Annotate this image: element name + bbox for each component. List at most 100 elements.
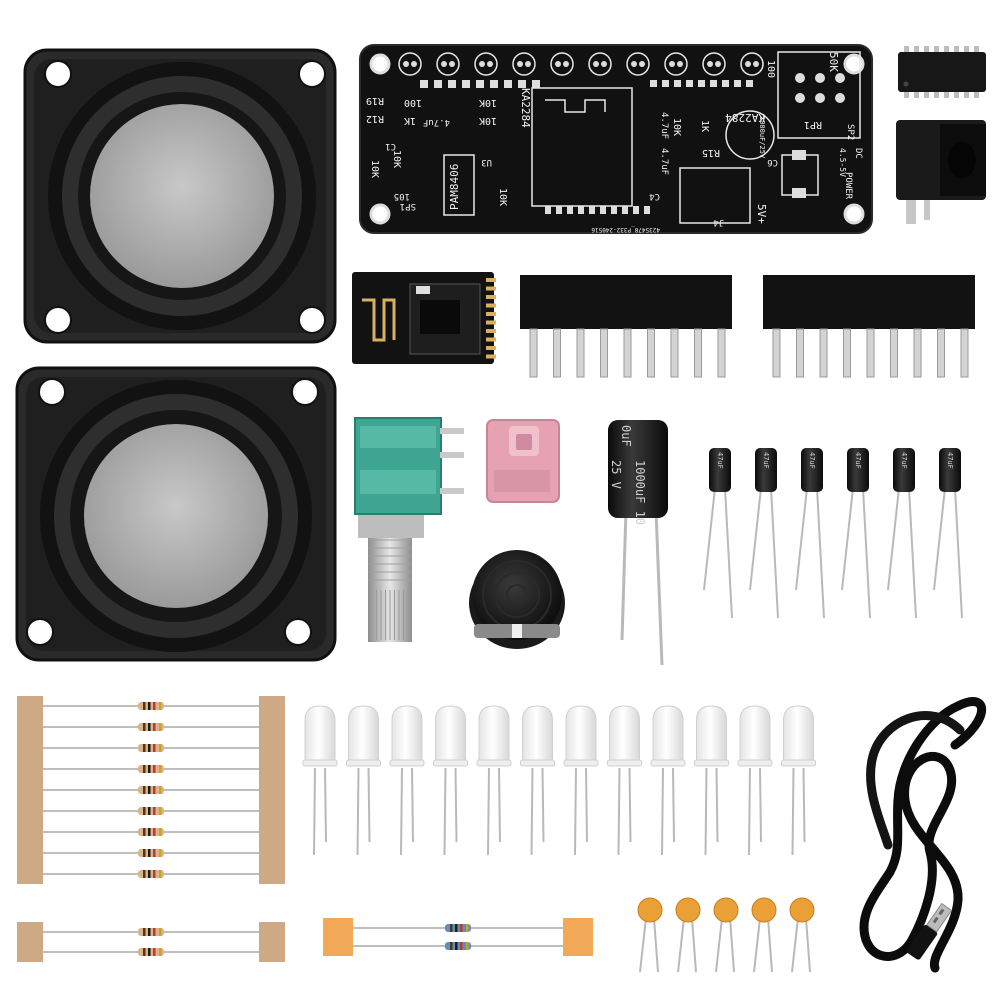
pcb-label-amp: PAM8406	[448, 164, 461, 210]
pcb-label-10k-d: 10K	[497, 188, 508, 206]
led	[737, 705, 773, 856]
speaker-mount-hole	[44, 60, 72, 88]
pcb-label-r12: R12	[366, 113, 384, 124]
electrolytic-capacitor-small: 47uF	[703, 448, 733, 619]
ceramic-capacitor	[637, 897, 663, 973]
header-pin	[647, 328, 655, 378]
header-pin	[717, 328, 726, 378]
resistor	[43, 807, 259, 815]
paper-tape	[17, 696, 43, 884]
led	[650, 705, 686, 856]
pcb-label-rp1: RP1	[804, 119, 822, 130]
pcb-label-r15: R15	[702, 147, 720, 158]
speaker-bottom	[15, 366, 337, 662]
pcb-label-10k-c: 10K	[369, 160, 380, 178]
led-pad	[398, 52, 422, 76]
capacitor-label-prefix: 0uF	[619, 425, 633, 447]
pcb-label-10k-a: 10K	[479, 97, 497, 108]
led	[433, 705, 468, 856]
led-group	[302, 705, 816, 856]
usb-connector	[906, 902, 953, 960]
pcb-board: KA2284 KA2284 PAM8406 R19 R12 R15 100 10…	[359, 44, 873, 234]
led	[346, 705, 381, 856]
header-pin	[623, 328, 632, 378]
header-pin	[796, 328, 804, 378]
electrolytic-capacitor-small: 47uF	[933, 448, 963, 619]
electrolytic-capacitor-small: 47uF	[841, 448, 871, 619]
pcb-label-c4: C4	[649, 191, 660, 201]
led-pad	[474, 52, 498, 76]
electrolytic-capacitor-small: 47uF	[887, 448, 917, 619]
led-pad	[436, 52, 460, 76]
volume-knob	[469, 550, 565, 649]
paper-tape	[563, 918, 593, 956]
led	[694, 705, 729, 856]
pcb-label-c6: C6	[767, 157, 778, 167]
header-pin	[819, 328, 828, 378]
pcb-label-105: 105	[394, 191, 410, 201]
resistor	[353, 924, 563, 932]
pcb-label-100-right: 100	[765, 60, 776, 78]
usb-cable	[859, 697, 987, 973]
pcb-label-10k-e: 10K	[671, 118, 682, 136]
resistor	[43, 928, 259, 936]
electrolytic-capacitor-small: 47uF	[749, 448, 779, 619]
capacitor-value-label: 47uF	[900, 452, 908, 469]
header-pin	[937, 328, 945, 378]
paper-tape	[259, 696, 285, 884]
pcb-label-j4: J4	[713, 217, 724, 227]
led	[520, 705, 555, 856]
pcb-label-1k-left: 1K	[404, 115, 416, 126]
speaker-cone	[90, 104, 274, 288]
led-pad	[626, 52, 650, 76]
capacitor-label-voltage: 25 V	[609, 460, 623, 489]
pcb-label-sp1: SP1	[400, 201, 416, 211]
header-pin	[960, 328, 969, 378]
resistor	[43, 948, 259, 956]
resistor	[43, 849, 259, 857]
led	[607, 705, 642, 856]
resistor	[43, 723, 259, 731]
pcb-label-50k: 50K	[827, 52, 840, 72]
led-pad-row	[398, 52, 764, 76]
pin-header-left	[520, 275, 732, 378]
speaker-top	[23, 48, 337, 344]
ic-chip	[898, 46, 986, 98]
pcb-label-c6-value: 1000uF/25V	[758, 116, 766, 159]
resistor	[43, 744, 259, 752]
pcb-label-ic-right: KA2284	[725, 111, 765, 124]
led	[781, 705, 816, 856]
pcb-label-100-left: 100	[404, 97, 422, 108]
ceramic-capacitor	[789, 897, 815, 973]
ceramic-capacitor	[713, 897, 739, 973]
header-pin	[913, 328, 922, 378]
led	[476, 705, 512, 856]
led	[389, 705, 425, 856]
ceramic-capacitor	[751, 897, 777, 973]
header-pin	[600, 328, 608, 378]
pcb-label-ic-left: KA2284	[519, 88, 532, 128]
pcb-label-47uf-a: 4.7uF	[423, 117, 450, 127]
resistor	[43, 828, 259, 836]
pcb-label-10k-b: 10K	[479, 115, 497, 126]
capacitor-value-label: 47uF	[808, 452, 816, 469]
capacitor-label-value: 1000uF 10	[633, 460, 647, 525]
paper-tape	[17, 922, 43, 962]
pcb-label-r19: R19	[366, 95, 384, 106]
header-pin	[890, 328, 898, 378]
header-pin	[843, 328, 851, 378]
led-pad	[512, 52, 536, 76]
pcb-label-dc: DC	[853, 148, 863, 159]
audio-jack	[486, 419, 560, 503]
pcb-label-47uf-b: 4.7uF	[659, 112, 669, 139]
electrolytic-capacitor-small: 47uF	[795, 448, 825, 619]
ceramic-capacitor-group	[637, 897, 815, 973]
electrolytic-capacitor-group: 47uF 47uF 47uF 47uF 47uF 47uF	[703, 448, 963, 619]
led-pad	[664, 52, 688, 76]
dc-power-jack	[896, 120, 986, 224]
header-pin	[529, 328, 538, 378]
capacitor-value-label: 47uF	[716, 452, 724, 469]
electrolytic-capacitor-large: 0uF 1000uF 10 25 V	[608, 420, 668, 666]
pcb-label-1k-right: 1K	[699, 120, 710, 132]
